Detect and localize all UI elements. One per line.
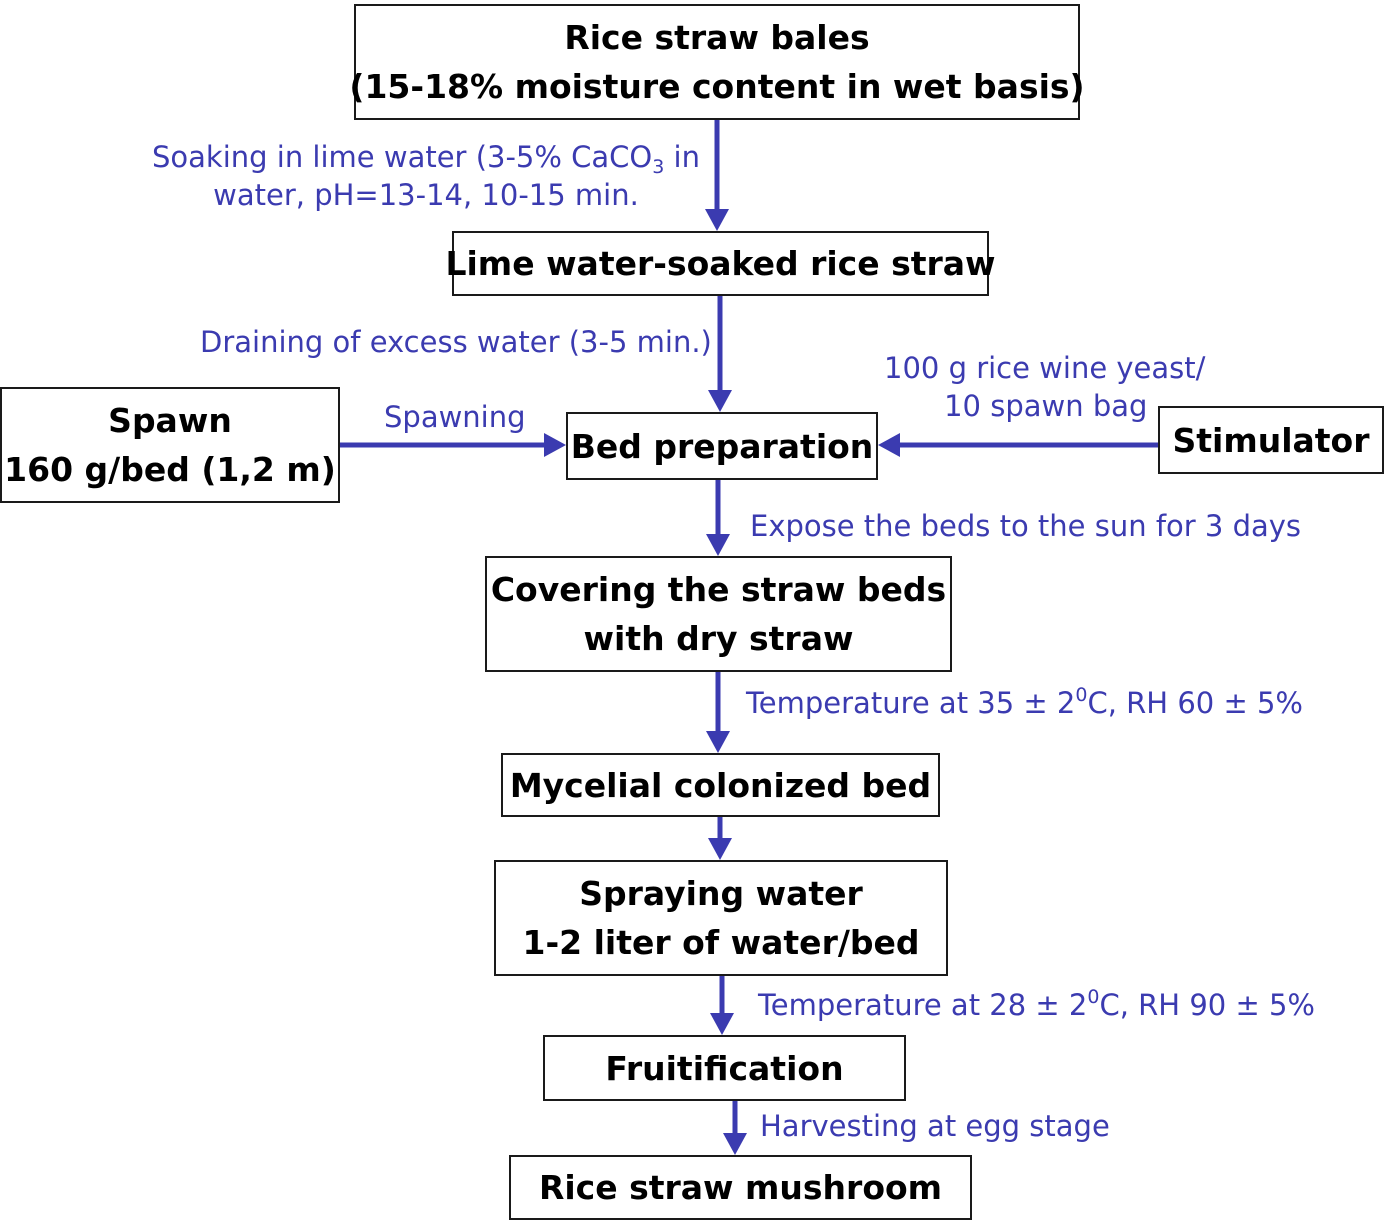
arrow-bales-to-soaked-head [705, 209, 729, 231]
box-spraying-line1: Spraying water [579, 874, 863, 913]
arrow-bales-to-soaked [705, 120, 729, 231]
box-bed-preparation-title: Bed preparation [570, 426, 874, 466]
box-rice-straw-bales: Rice straw bales (15-18% moisture conten… [349, 4, 1085, 120]
label-temp2-superscript: 0 [1087, 986, 1100, 1008]
label-soaking-line1: Soaking in lime water (3-5% CaCO3 in [152, 140, 700, 178]
box-rice-straw-mushroom-title: Rice straw mushroom [538, 1168, 943, 1207]
box-fruitification: Fruitification [543, 1035, 906, 1101]
arrow-stimulator-to-bed [878, 433, 1158, 457]
arrow-covering-to-mycelial-head [706, 731, 730, 753]
arrow-mycelial-to-spraying [708, 817, 732, 860]
label-harvesting: Harvesting at egg stage [760, 1109, 1110, 1143]
box-spawn-amount: 160 g/bed (1,2 m) [4, 450, 336, 489]
box-mycelial-colonized-bed: Mycelial colonized bed [501, 753, 940, 817]
label-temp1-superscript: 0 [1075, 684, 1088, 706]
box-covering-straw-beds: Covering the straw beds with dry straw [485, 556, 952, 672]
arrow-bed-to-covering-head [706, 534, 730, 556]
box-rice-straw-bales-moisture: (15-18% moisture content in wet basis) [349, 67, 1085, 106]
label-spawning: Spawning [384, 400, 526, 434]
label-soaking: Soaking in lime water (3-5% CaCO3 in wat… [152, 138, 700, 214]
label-yeast-line2: 10 spawn bag [944, 389, 1148, 423]
label-draining: Draining of excess water (3-5 min.) [200, 325, 712, 359]
arrow-spawn-to-bed [340, 433, 566, 457]
label-soaking-subscript: 3 [652, 156, 665, 178]
arrow-spraying-to-fruiting-head [710, 1013, 734, 1035]
box-covering-line1: Covering the straw beds [490, 570, 947, 609]
label-temperature-colonization: Temperature at 35 ± 20C, RH 60 ± 5% [746, 684, 1303, 722]
box-spraying-water: Spraying water 1-2 liter of water/bed [494, 860, 948, 976]
arrow-soaked-to-bed-head [708, 390, 732, 412]
box-lime-water-soaked-title: Lime water-soaked rice straw [445, 244, 996, 283]
box-stimulator-title: Stimulator [1172, 420, 1370, 460]
label-rice-wine-yeast: 100 g rice wine yeast/ 10 spawn bag [884, 349, 1205, 425]
arrow-soaked-to-bed [708, 296, 732, 412]
arrow-mycelial-to-spraying-head [708, 838, 732, 860]
box-spawn-title: Spawn [108, 401, 232, 440]
arrow-fruiting-to-mushroom [723, 1101, 747, 1155]
box-mycelial-title: Mycelial colonized bed [509, 765, 932, 805]
box-rice-straw-bales-title: Rice straw bales [564, 18, 870, 57]
label-yeast-line1: 100 g rice wine yeast/ [884, 351, 1206, 385]
box-covering-line2: with dry straw [583, 619, 854, 658]
label-sun-exposure: Expose the beds to the sun for 3 days [750, 509, 1302, 543]
arrow-fruiting-to-mushroom-head [723, 1133, 747, 1155]
label-temperature-fruiting: Temperature at 28 ± 20C, RH 90 ± 5% [758, 986, 1315, 1024]
box-fruitification-title: Fruitification [605, 1048, 844, 1088]
arrow-spawn-to-bed-head [544, 433, 566, 457]
box-lime-water-soaked: Lime water-soaked rice straw [445, 231, 996, 296]
arrow-spraying-to-fruiting [710, 976, 734, 1035]
arrow-covering-to-mycelial [706, 672, 730, 753]
arrow-bed-to-covering [706, 480, 730, 556]
box-spraying-line2: 1-2 liter of water/bed [522, 923, 920, 962]
label-temperature-colonization-text: Temperature at 35 ± 20C, RH 60 ± 5% [746, 684, 1303, 721]
box-stimulator: Stimulator [1158, 406, 1384, 474]
arrow-stimulator-to-bed-head [878, 433, 900, 457]
box-bed-preparation: Bed preparation [566, 412, 878, 480]
box-rice-straw-mushroom: Rice straw mushroom [509, 1155, 972, 1220]
box-spawn: Spawn 160 g/bed (1,2 m) [0, 387, 340, 503]
label-temperature-fruiting-text: Temperature at 28 ± 20C, RH 90 ± 5% [758, 986, 1315, 1023]
label-soaking-line2: water, pH=13-14, 10-15 min. [213, 178, 639, 212]
